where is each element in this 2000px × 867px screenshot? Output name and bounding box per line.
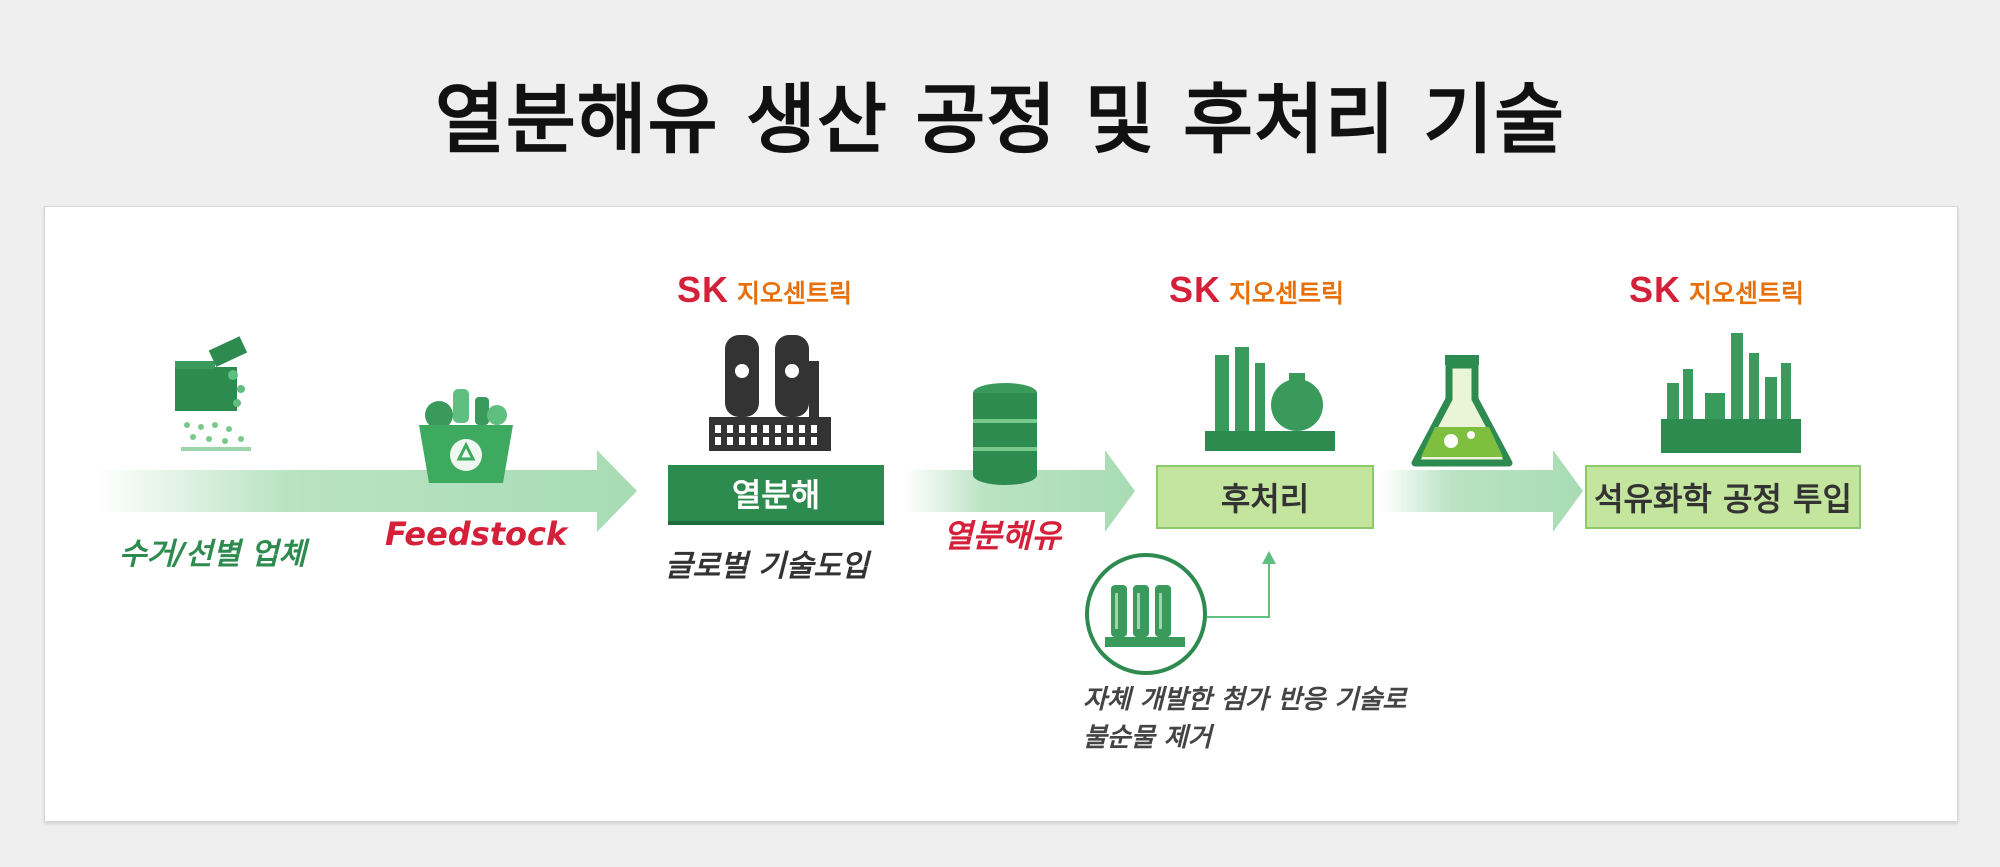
petrochem-box: 석유화학 공정 투입 xyxy=(1585,465,1861,529)
note-line-1: 자체 개발한 첨가 반응 기술로 xyxy=(1083,685,1407,715)
pyrolysis-oil-label: 열분해유 xyxy=(943,517,1061,555)
recycle-basket-icon xyxy=(419,389,513,483)
flow-arrow-3 xyxy=(1381,450,1583,532)
additive-reaction-note: 자체 개발한 첨가 반응 기술로 불순물 제거 xyxy=(1083,681,1406,757)
page-title: 열분해유 생산 공정 및 후처리 기술 xyxy=(434,75,1566,164)
note-arrow xyxy=(1207,562,1270,618)
pyrolysis-box: 열분해 xyxy=(668,465,884,525)
oil-barrel-icon xyxy=(973,383,1037,485)
pyrolysis-sub-label: 글로벌 기술도입 xyxy=(665,549,869,584)
refinery-icon xyxy=(1661,333,1801,453)
feedstock-label: Feedstock xyxy=(385,515,568,553)
pyrolysis-plant-icon xyxy=(709,335,831,451)
reactor-circle-icon xyxy=(1085,553,1207,675)
post-treatment-plant-icon xyxy=(1205,347,1335,451)
flask-icon xyxy=(1411,355,1513,467)
collector-label: 수거/선별 업체 xyxy=(119,537,307,572)
post-treatment-box: 후처리 xyxy=(1156,465,1374,529)
flow-arrow-2 xyxy=(905,450,1135,532)
waste-collection-icon xyxy=(175,336,251,451)
note-line-2: 불순물 제거 xyxy=(1083,723,1212,753)
